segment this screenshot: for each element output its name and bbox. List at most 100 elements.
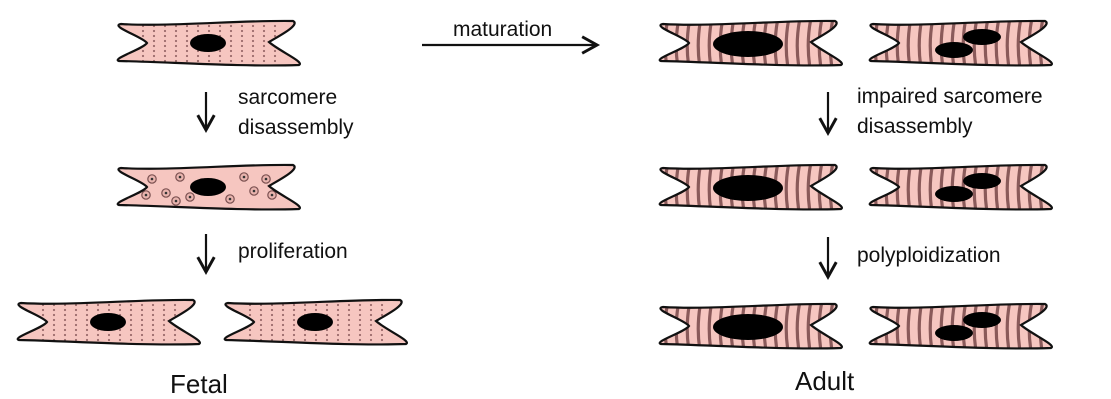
nucleus — [297, 313, 333, 331]
sarcomere-dot — [274, 50, 276, 52]
sarcomere-dot — [252, 60, 254, 62]
sarcomere-dot — [86, 324, 88, 326]
sarcomere-dot — [152, 329, 154, 331]
sarcomere-dot — [348, 339, 350, 341]
sarcomere-dot — [271, 309, 273, 311]
granule-core — [229, 198, 232, 201]
sarcomere-dot — [75, 314, 77, 316]
sarcomere-dot — [152, 334, 154, 336]
adult-cell-mid-mononucleated — [660, 162, 844, 212]
sarcomere-dot — [293, 339, 295, 341]
sarcomere-dot — [142, 30, 144, 32]
sarcomere-dot — [42, 329, 44, 331]
sarcomere-stripe — [1029, 18, 1032, 68]
label-maturation: maturation — [453, 18, 552, 41]
sarcomere-stripe — [1051, 162, 1054, 212]
sarcomere-dot — [282, 314, 284, 316]
sarcomere-dot — [153, 50, 155, 52]
sarcomere-dot — [163, 334, 165, 336]
fetal-cell-daughter-left — [18, 300, 200, 345]
sarcomere-dot — [141, 329, 143, 331]
sarcomere-dot — [130, 324, 132, 326]
sarcomere-dot — [370, 329, 372, 331]
sarcomere-dot — [175, 45, 177, 47]
sarcomere-dot — [260, 324, 262, 326]
sarcomere-dot — [130, 319, 132, 321]
sarcomere-dot — [370, 304, 372, 306]
sarcomere-dot — [282, 324, 284, 326]
sarcomere-dot — [208, 30, 210, 32]
sarcomere-dot — [152, 304, 154, 306]
sarcomere-dot — [53, 324, 55, 326]
sarcomere-dot — [53, 329, 55, 331]
sarcomere-dot — [130, 329, 132, 331]
sarcomere-stripe — [1051, 18, 1054, 68]
sarcomere-dot — [130, 304, 132, 306]
granule-core — [243, 176, 246, 179]
sarcomere-dot — [119, 329, 121, 331]
sarcomere-dot — [197, 60, 199, 62]
sarcomere-dot — [271, 329, 273, 331]
sarcomere-dot — [64, 309, 66, 311]
sarcomere-dot — [153, 30, 155, 32]
sarcomere-dot — [370, 314, 372, 316]
sarcomere-dot — [249, 309, 251, 311]
sarcomere-dot — [163, 319, 165, 321]
sarcomere-dot — [97, 304, 99, 306]
nucleus — [935, 42, 973, 58]
sarcomere-dot — [163, 329, 165, 331]
sarcomere-dot — [175, 55, 177, 57]
sarcomere-dot — [230, 55, 232, 57]
granule-core — [253, 190, 256, 193]
sarcomere-stripe — [841, 301, 844, 351]
sarcomere-dot — [152, 319, 154, 321]
sarcomere-dot — [359, 319, 361, 321]
sarcomere-dot — [130, 334, 132, 336]
sarcomere-dot — [326, 329, 328, 331]
fetal-cell-top — [118, 21, 300, 66]
sarcomere-dot — [175, 60, 177, 62]
sarcomere-dot — [241, 55, 243, 57]
nucleus — [713, 175, 783, 201]
sarcomere-stripe — [1029, 162, 1032, 212]
sarcomere-dot — [186, 40, 188, 42]
sarcomere-dot — [274, 25, 276, 27]
sarcomere-dot — [230, 60, 232, 62]
adult-cell-mid-binucleated — [870, 162, 1054, 212]
sarcomere-dot — [163, 314, 165, 316]
sarcomere-dot — [119, 304, 121, 306]
sarcomere-dot — [260, 334, 262, 336]
sarcomere-dot — [174, 329, 176, 331]
sarcomere-dot — [348, 329, 350, 331]
sarcomere-dot — [119, 339, 121, 341]
sarcomere-dot — [97, 309, 99, 311]
sarcomere-dot — [53, 334, 55, 336]
sarcomere-dot — [141, 314, 143, 316]
sarcomere-dot — [219, 25, 221, 27]
nucleus — [963, 173, 1001, 189]
sarcomere-stripe — [819, 18, 822, 68]
sarcomere-dot — [271, 314, 273, 316]
sarcomere-dot — [219, 55, 221, 57]
sarcomere-dot — [260, 329, 262, 331]
sarcomere-dot — [381, 334, 383, 336]
sarcomere-dot — [241, 60, 243, 62]
nucleus — [713, 31, 783, 57]
nucleus — [963, 312, 1001, 328]
sarcomere-dot — [230, 30, 232, 32]
sarcomere-dot — [75, 339, 77, 341]
nucleus — [190, 34, 226, 52]
sarcomere-dot — [141, 334, 143, 336]
sarcomere-dot — [119, 309, 121, 311]
sarcomere-dot — [174, 319, 176, 321]
sarcomere-dot — [42, 314, 44, 316]
sarcomere-dot — [282, 329, 284, 331]
sarcomere-dot — [359, 314, 361, 316]
sarcomere-dot — [108, 304, 110, 306]
sarcomere-dot — [337, 309, 339, 311]
sarcomere-dot — [252, 50, 254, 52]
sarcomere-dot — [208, 55, 210, 57]
sarcomere-dot — [252, 45, 254, 47]
sarcomere-dot — [315, 309, 317, 311]
sarcomere-dot — [370, 339, 372, 341]
